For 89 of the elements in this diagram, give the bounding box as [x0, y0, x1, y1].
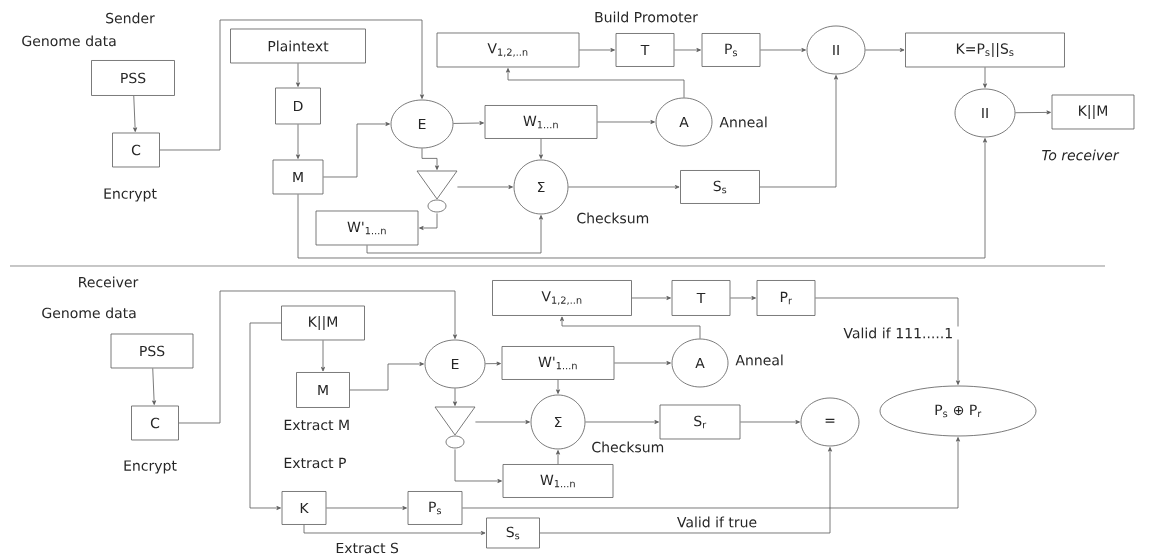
arrow — [760, 48, 806, 52]
arrow — [349, 362, 424, 391]
process-box: S$_{s}$ — [680, 170, 760, 204]
arrow — [366, 215, 543, 254]
process-box: C — [131, 405, 179, 441]
arrow — [1015, 110, 1051, 115]
arrow — [759, 75, 838, 188]
section-label: Receiver — [79, 276, 139, 288]
arrow — [159, 19, 424, 151]
process-box: S$_{r}$ — [659, 404, 741, 440]
process-box: K||M — [1051, 94, 1135, 130]
arrow — [674, 48, 701, 52]
process-box: P$_{s}$ — [407, 491, 463, 525]
side-label: Checksum — [592, 441, 664, 453]
side-label: Anneal — [719, 116, 767, 128]
arrow — [568, 185, 680, 189]
section-label: Extract S — [336, 542, 399, 554]
side-label: Extract M — [284, 419, 349, 431]
process-box: V$_{1,2,..n}$ — [492, 280, 632, 316]
arrow — [152, 368, 157, 405]
arrow — [326, 506, 407, 510]
edge-label: Valid if 111.....1 — [842, 326, 960, 340]
arrow — [614, 361, 671, 365]
process-box: K=P$_{s}$||S$_{s}$ — [905, 32, 1065, 68]
process-box: W'$_{1...n}$ — [501, 346, 615, 380]
arrow — [560, 316, 701, 339]
process-box: V$_{1,2,..n}$ — [436, 32, 580, 68]
arrow — [631, 296, 671, 300]
process-box: PSS — [91, 60, 175, 96]
process-box: P$_{r}$ — [756, 280, 816, 316]
arrow — [421, 148, 439, 170]
arrow — [296, 124, 300, 159]
side-label: Checksum — [577, 212, 649, 224]
arrow — [815, 297, 960, 385]
arrow — [454, 449, 502, 483]
arrow — [539, 138, 543, 159]
arrow — [730, 296, 756, 300]
arrow — [556, 450, 560, 465]
arrow — [539, 447, 832, 534]
side-label: Encrypt — [104, 188, 157, 202]
process-box: Plaintext — [230, 28, 366, 64]
arrow — [579, 48, 615, 52]
process-box: K — [281, 491, 327, 525]
arrow — [457, 185, 513, 189]
process-box: M — [296, 372, 350, 408]
process-box: T — [671, 280, 731, 316]
process-box: K||M — [281, 305, 365, 341]
process-box: D — [275, 87, 321, 125]
arrow — [133, 95, 138, 132]
process-box: W'$_{1...n}$ — [315, 210, 419, 246]
amplifier-symbol — [416, 170, 458, 213]
arrow — [485, 361, 501, 366]
arrow — [178, 290, 457, 424]
amplifier-symbol — [434, 406, 476, 449]
side-label: Encrypt — [124, 460, 177, 474]
arrow — [296, 63, 300, 87]
arrow — [249, 322, 282, 510]
arrow — [585, 420, 659, 424]
arrow — [453, 121, 484, 125]
arrow — [740, 420, 800, 424]
side-label: To receiver — [1042, 149, 1120, 161]
edge-label: Valid if true — [675, 515, 759, 529]
arrow — [323, 122, 390, 178]
arrow — [303, 524, 486, 535]
arrow — [865, 48, 905, 52]
arrow — [419, 213, 438, 230]
section-label: Build Promoter — [595, 11, 698, 23]
process-box: P$_{s}$ — [701, 33, 761, 67]
arrow — [475, 420, 530, 424]
side-label: Genome data — [22, 35, 116, 47]
process-box: W$_{1...n}$ — [502, 464, 614, 498]
process-box: M — [272, 159, 324, 195]
arrow — [556, 379, 560, 394]
process-box: PSS — [110, 333, 194, 369]
arrow — [597, 120, 655, 124]
arrow — [453, 388, 457, 406]
side-label: Anneal — [735, 354, 783, 366]
arrow — [297, 138, 987, 259]
arrow — [321, 340, 325, 372]
process-box: W$_{1...n}$ — [484, 105, 598, 139]
process-box: C — [112, 132, 160, 168]
arrow — [462, 437, 960, 509]
side-label: Genome data — [42, 307, 136, 319]
section-label: Sender — [106, 12, 155, 24]
section-label: Extract P — [284, 457, 346, 469]
process-box: S$_{s}$ — [486, 517, 540, 549]
arrow — [506, 68, 685, 98]
process-box: T — [615, 33, 675, 67]
arrow — [983, 67, 987, 88]
